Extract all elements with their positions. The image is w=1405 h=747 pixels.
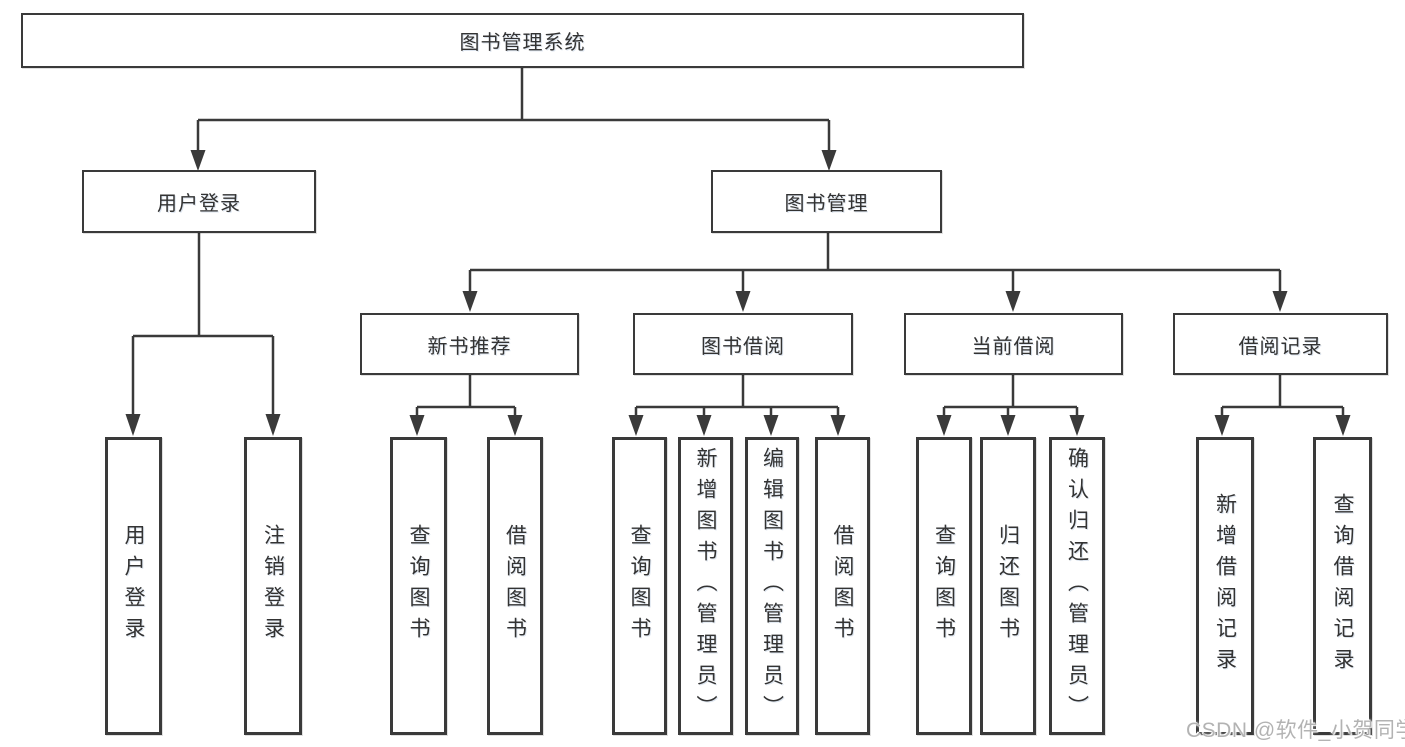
node-label: 图书管理系统 bbox=[459, 32, 586, 54]
arrowhead bbox=[409, 415, 425, 436]
node-root-library-management-system: 图书管理系统 bbox=[21, 13, 1024, 68]
arrowhead bbox=[190, 150, 206, 171]
connector-currentborrow-to-leaves bbox=[936, 375, 1085, 436]
node-new-book-recommend: 新书推荐 bbox=[360, 313, 579, 375]
arrowhead bbox=[763, 415, 779, 436]
leaf-query-books-recommend: 查询图书 bbox=[390, 437, 447, 735]
node-label: 编辑图书（管理员） bbox=[760, 446, 784, 726]
node-borrow-records: 借阅记录 bbox=[1173, 313, 1388, 375]
leaf-query-books-current: 查询图书 bbox=[916, 437, 972, 735]
arrowhead bbox=[462, 291, 478, 312]
node-label: 查询图书 bbox=[628, 524, 651, 648]
node-label: 查询图书 bbox=[407, 524, 430, 648]
arrowhead bbox=[1272, 291, 1288, 312]
node-label: 借阅图书 bbox=[831, 524, 854, 648]
node-label: 新增图书（管理员） bbox=[694, 446, 717, 726]
leaf-logout: 注销登录 bbox=[244, 437, 302, 735]
node-label: 新书推荐 bbox=[427, 335, 512, 358]
node-label: 当前借阅 bbox=[971, 335, 1056, 358]
node-book-borrow: 图书借阅 bbox=[633, 313, 853, 375]
connector-root-to-level2 bbox=[190, 68, 837, 171]
leaf-return-books: 归还图书 bbox=[980, 437, 1036, 735]
leaf-edit-books-admin: 编辑图书（管理员） bbox=[745, 437, 799, 735]
leaf-confirm-return-admin: 确认归还（管理员） bbox=[1049, 437, 1105, 735]
arrowhead bbox=[507, 415, 523, 436]
node-label: 借阅图书 bbox=[503, 524, 527, 648]
arrowhead bbox=[628, 415, 644, 436]
node-user-login: 用户登录 bbox=[82, 170, 316, 233]
arrowhead bbox=[1000, 415, 1016, 436]
arrowhead bbox=[735, 291, 751, 312]
arrowhead bbox=[936, 415, 952, 436]
csdn-watermark: CSDN @软件_小贺同学 bbox=[1186, 719, 1405, 742]
node-label: 确认归还（管理员） bbox=[1065, 446, 1089, 726]
connector-borrowrecords-to-leaves bbox=[1214, 375, 1351, 436]
arrowhead bbox=[1069, 415, 1085, 436]
connector-bookborrow-to-leaves bbox=[628, 375, 846, 436]
connector-bookmgmt-to-level3 bbox=[462, 233, 1288, 312]
node-label: 查询借阅记录 bbox=[1331, 493, 1354, 679]
connector-userlogin-to-leaves bbox=[125, 233, 281, 436]
leaf-add-books-admin: 新增图书（管理员） bbox=[678, 437, 733, 735]
leaf-query-borrow-record: 查询借阅记录 bbox=[1313, 437, 1372, 735]
node-current-borrow: 当前借阅 bbox=[904, 313, 1123, 375]
leaf-user-login: 用户登录 bbox=[105, 437, 162, 735]
node-book-management: 图书管理 bbox=[711, 170, 942, 233]
node-label: 用户登录 bbox=[157, 193, 241, 215]
node-label: 借阅记录 bbox=[1238, 335, 1323, 358]
node-label: 注销登录 bbox=[261, 524, 285, 648]
node-label: 归还图书 bbox=[996, 524, 1020, 648]
node-label: 图书管理 bbox=[784, 193, 869, 215]
arrowhead bbox=[821, 150, 837, 171]
arrowhead bbox=[265, 414, 281, 436]
arrowhead bbox=[1214, 415, 1230, 436]
leaf-borrow-books: 借阅图书 bbox=[815, 437, 870, 735]
connector-newbook-to-leaves bbox=[409, 375, 523, 436]
arrowhead bbox=[696, 415, 712, 436]
arrowhead bbox=[125, 414, 141, 436]
node-label: 查询图书 bbox=[932, 524, 956, 648]
node-label: 新增借阅记录 bbox=[1213, 493, 1237, 679]
arrowhead bbox=[1005, 291, 1021, 312]
leaf-query-books: 查询图书 bbox=[612, 437, 667, 735]
leaf-add-borrow-record: 新增借阅记录 bbox=[1196, 437, 1254, 735]
arrowhead bbox=[1335, 415, 1351, 436]
leaf-borrow-books-recommend: 借阅图书 bbox=[487, 437, 543, 735]
node-label: 用户登录 bbox=[122, 524, 145, 648]
node-label: 图书借阅 bbox=[701, 335, 785, 358]
arrowhead bbox=[830, 415, 846, 436]
